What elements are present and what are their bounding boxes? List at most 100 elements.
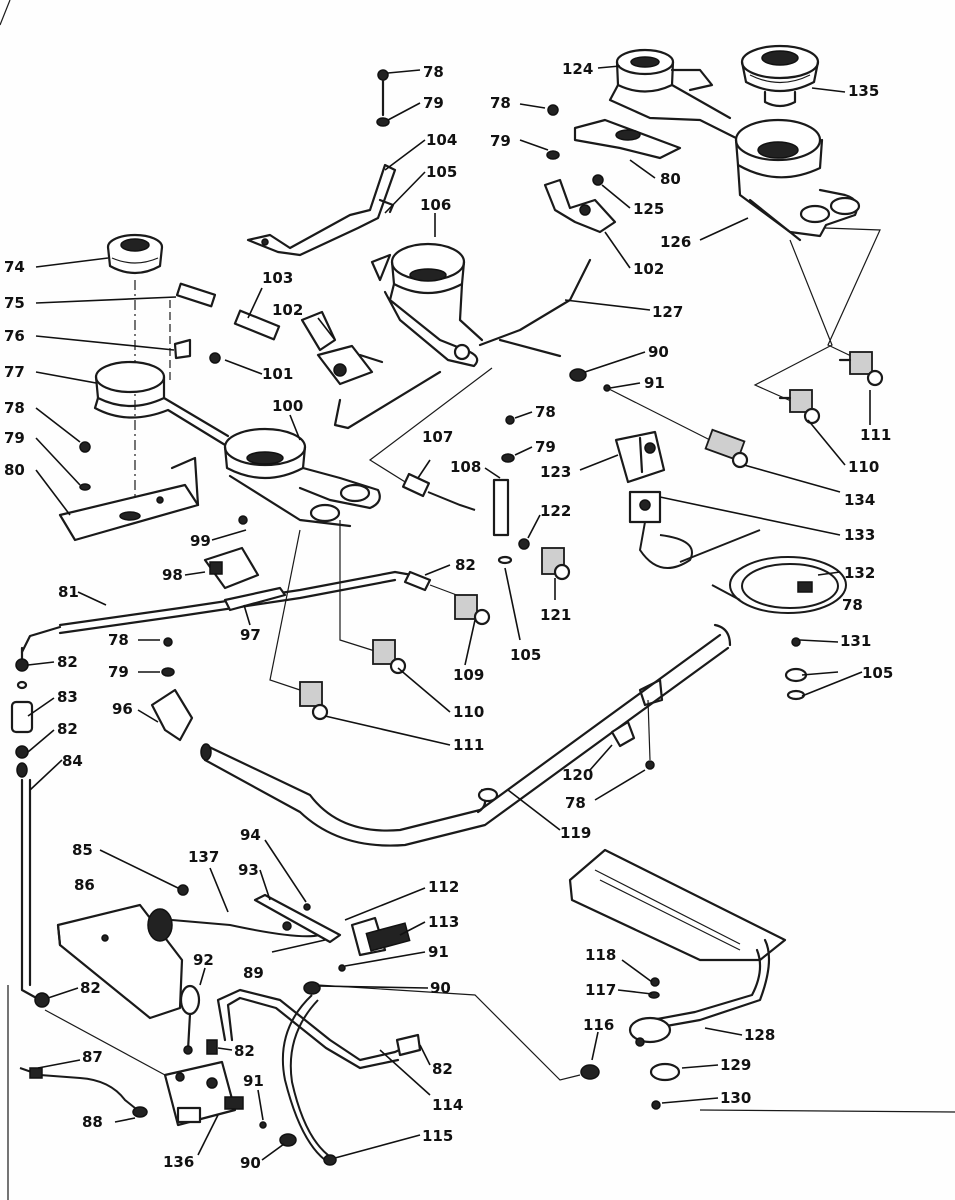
callout-110: 110 [848,458,879,476]
callout-78: 78 [535,403,556,421]
callout-137: 137 [188,848,219,866]
callout-98: 98 [162,566,183,584]
callout-101: 101 [262,365,293,383]
callout-117: 117 [585,981,616,999]
fitting-90a [569,368,587,382]
callout-94: 94 [240,826,261,844]
callout-85: 85 [72,841,93,859]
callout-129: 129 [720,1056,751,1074]
callout-105: 105 [862,664,893,682]
thermostat-134 [704,428,749,469]
callout-79: 79 [4,429,25,447]
callout-132: 132 [844,564,875,582]
callout-118: 118 [585,946,616,964]
callout-89: 89 [243,964,264,982]
callout-82: 82 [57,653,78,671]
callout-90: 90 [430,979,451,997]
valves-right-top [753,227,884,425]
callout-106: 106 [420,196,451,214]
callout-78: 78 [4,399,25,417]
callout-83: 83 [57,688,78,706]
burner-cap-74 [106,233,164,275]
callout-81: 81 [58,583,79,601]
burner-body-77 [93,360,381,528]
callout-105: 105 [426,163,457,181]
callout-87: 87 [82,1048,103,1066]
right-burner-assembly [543,44,861,242]
callout-134: 134 [844,491,875,509]
callout-77: 77 [4,363,25,381]
callout-labels: 74 75 76 77 78 79 80 78 79 104 105 106 1… [4,60,893,1172]
callout-104: 104 [426,131,457,149]
callout-102: 102 [272,301,303,319]
callout-121: 121 [540,606,571,624]
callout-130: 130 [720,1089,751,1107]
callout-88: 88 [82,1113,103,1131]
valve-bracket-102a [300,310,384,386]
callout-112: 112 [428,878,459,896]
callout-96: 96 [112,700,133,718]
top-center-bracket [246,69,397,257]
callout-79: 79 [490,132,511,150]
callout-78: 78 [490,94,511,112]
callout-76: 76 [4,327,25,345]
callout-90: 90 [240,1154,261,1172]
callout-82: 82 [432,1060,453,1078]
broiler-controls [19,884,411,1147]
callout-80: 80 [4,461,25,479]
callout-133: 133 [844,526,875,544]
callout-91: 91 [644,374,665,392]
callout-75: 75 [4,294,25,312]
callout-82: 82 [234,1042,255,1060]
callout-78: 78 [842,596,863,614]
left-burner-assembly [58,233,442,542]
callout-leaders [27,65,871,1161]
bracket-96 [150,688,194,742]
venturi-tube-75 [175,282,281,341]
callout-131: 131 [840,632,871,650]
callout-111: 111 [453,736,484,754]
screw-78e [163,637,173,647]
callout-79: 79 [423,94,444,112]
callout-114: 114 [432,1096,463,1114]
callout-86: 86 [74,876,95,894]
washer-79e [161,667,175,677]
callout-126: 126 [660,233,691,251]
callout-127: 127 [652,303,683,321]
callout-110: 110 [453,703,484,721]
center-components [368,367,571,581]
line-to-134 [606,387,711,441]
clip-76 [173,338,221,364]
callout-113: 113 [428,913,459,931]
left-fittings [10,658,50,1008]
callout-105: 105 [510,646,541,664]
callout-74: 74 [4,258,25,276]
callout-80: 80 [660,170,681,188]
broiler-burner-128 [568,848,955,1113]
screw-78a [79,441,91,453]
callout-108: 108 [450,458,481,476]
bracket-80a [58,456,200,542]
right-small-parts [784,637,808,701]
callout-91: 91 [428,943,449,961]
callout-128: 128 [744,1026,775,1044]
callout-119: 119 [560,824,591,842]
callout-78: 78 [565,794,586,812]
callout-102: 102 [633,260,664,278]
callout-116: 116 [583,1016,614,1034]
main-pipe-119 [200,623,732,847]
callout-82: 82 [80,979,101,997]
thermostat-assembly [614,430,847,614]
callout-135: 135 [848,82,879,100]
callout-84: 84 [62,752,83,770]
callout-120: 120 [562,766,593,784]
callout-123: 123 [540,463,571,481]
burner-body-106 [370,242,484,368]
callout-92: 92 [193,951,214,969]
callout-79: 79 [535,438,556,456]
callout-78: 78 [108,631,129,649]
callout-122: 122 [540,502,571,520]
tube-branch [498,338,562,358]
